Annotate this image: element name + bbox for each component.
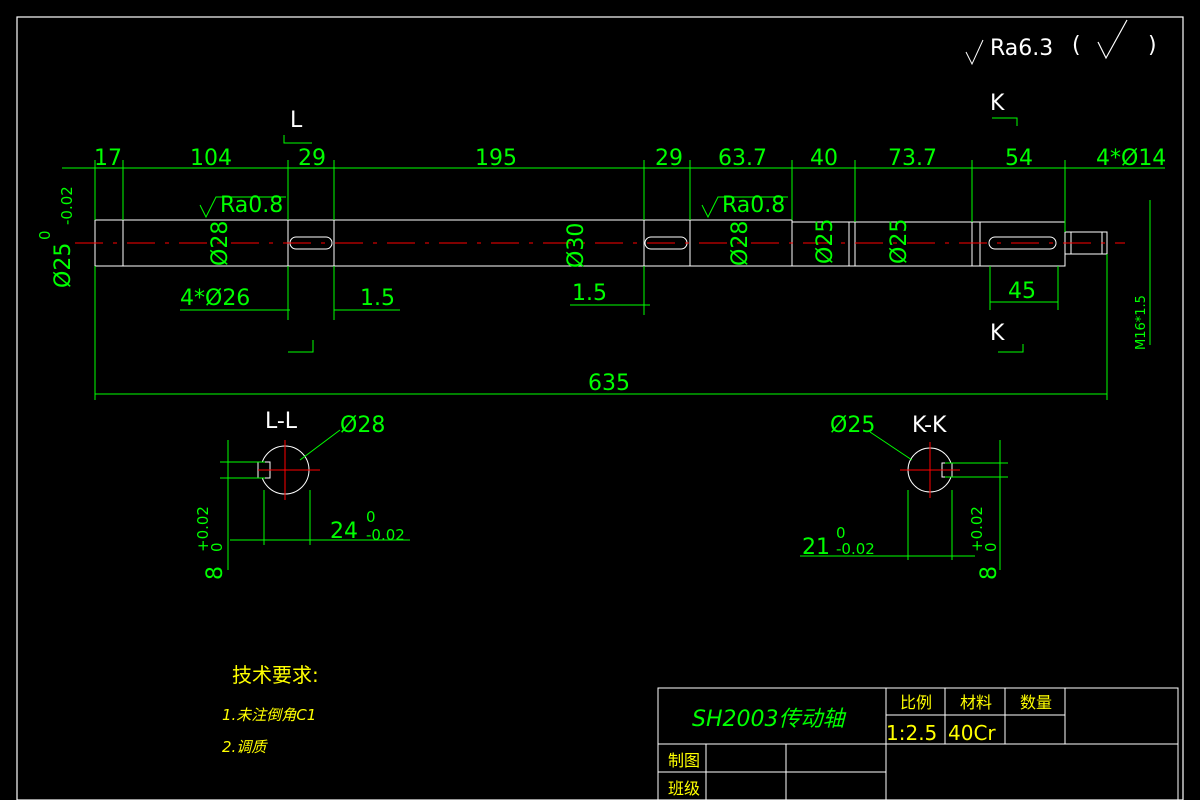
section-KK-key-tol-top: +0.02 — [968, 506, 986, 552]
section-LL — [220, 429, 410, 570]
dia-28-left: Ø28 — [208, 221, 233, 266]
class-label: 班级 — [668, 779, 700, 798]
dia-28-right: Ø28 — [728, 221, 753, 266]
section-mark-L-top: L — [290, 108, 303, 133]
dim-1-5-right: 1.5 — [572, 281, 607, 306]
section-LL-width-tol-top: 0 — [366, 508, 376, 526]
tech-req-heading: 技术要求: — [232, 663, 319, 687]
scale-label: 比例 — [900, 693, 932, 712]
paren-open: ( — [1072, 33, 1081, 58]
section-KK — [800, 431, 1008, 570]
dim-45: 45 — [1008, 279, 1036, 304]
dim-thread: M16*1.5 — [1134, 295, 1149, 350]
surface-finish-note: Ra6.3 ( ) — [965, 19, 1157, 66]
section-LL-width-tol-bot: -0.02 — [366, 526, 405, 544]
dia-25-tol-top: 0 — [36, 230, 54, 240]
scale-value: 1:2.5 — [886, 721, 937, 745]
dia-25-right: Ø25 — [887, 219, 912, 264]
tech-req-item-2: 2.调质 — [222, 738, 268, 756]
checkmark-icon — [1097, 19, 1128, 60]
roughness-icon-right — [701, 196, 788, 219]
shaft-body — [94, 219, 1108, 267]
dia-25-mid: Ø25 — [813, 219, 838, 264]
section-LL-width: 24 — [330, 519, 358, 544]
dim-73-7: 73.7 — [888, 146, 937, 171]
section-arrow-K-bottom — [998, 344, 1024, 353]
dia-25-left: Ø25 — [51, 243, 76, 288]
section-arrow-L-bottom — [288, 340, 314, 353]
dim-4x26: 4*Ø26 — [180, 286, 250, 311]
dia-30: Ø30 — [564, 223, 589, 268]
dim-104: 104 — [190, 146, 232, 171]
section-KK-key-tol-bot: 0 — [982, 542, 1000, 552]
section-LL-dia: Ø28 — [340, 413, 385, 438]
top-dimension-lines — [62, 160, 1165, 232]
section-arrow-L-top — [283, 135, 312, 144]
surface-finish-symbol: Ra6.3 — [990, 36, 1053, 61]
section-mark-K-bottom: K — [990, 321, 1005, 346]
title-block — [657, 687, 1179, 800]
roughness-left: Ra0.8 — [220, 193, 283, 218]
roughness-icon-left — [199, 196, 286, 219]
dim-29-right: 29 — [655, 146, 683, 171]
section-LL-key-tol-bot: 0 — [208, 542, 226, 552]
section-KK-dia: Ø25 — [830, 413, 875, 438]
section-KK-width-tol-top: 0 — [836, 524, 846, 542]
section-LL-title: L-L — [265, 409, 298, 434]
dim-63-7: 63.7 — [718, 146, 767, 171]
section-LL-key-tol-top: +0.02 — [194, 506, 212, 552]
material-value: 40Cr — [948, 721, 996, 745]
part-name: SH2003传动轴 — [692, 707, 846, 732]
dim-54: 54 — [1005, 146, 1033, 171]
drawn-label: 制图 — [668, 751, 700, 770]
dim-29-left: 29 — [298, 146, 326, 171]
section-KK-width: 21 — [802, 535, 830, 560]
dim-40: 40 — [810, 146, 838, 171]
section-KK-key: 8 — [977, 566, 1002, 580]
material-label: 材料 — [960, 693, 992, 712]
dim-195: 195 — [475, 146, 517, 171]
dim-17: 17 — [94, 146, 122, 171]
bottom-dimension-lines — [94, 200, 1151, 400]
dim-overall-635: 635 — [588, 371, 630, 396]
roughness-right: Ra0.8 — [722, 193, 785, 218]
section-KK-title: K-K — [912, 413, 947, 438]
quantity-label: 数量 — [1020, 693, 1052, 712]
section-KK-width-tol-bot: -0.02 — [836, 540, 875, 558]
section-mark-K-top: K — [990, 91, 1005, 116]
tech-req-item-1: 1.未注倒角C1 — [222, 706, 316, 724]
dim-4x14: 4*Ø14 — [1096, 146, 1166, 171]
dim-1-5-left: 1.5 — [360, 286, 395, 311]
paren-close: ) — [1148, 33, 1157, 58]
section-LL-key: 8 — [203, 566, 228, 580]
drawing-border — [16, 16, 1184, 800]
dia-25-tol-bot: -0.02 — [58, 186, 76, 225]
section-arrow-K-top — [992, 117, 1018, 126]
